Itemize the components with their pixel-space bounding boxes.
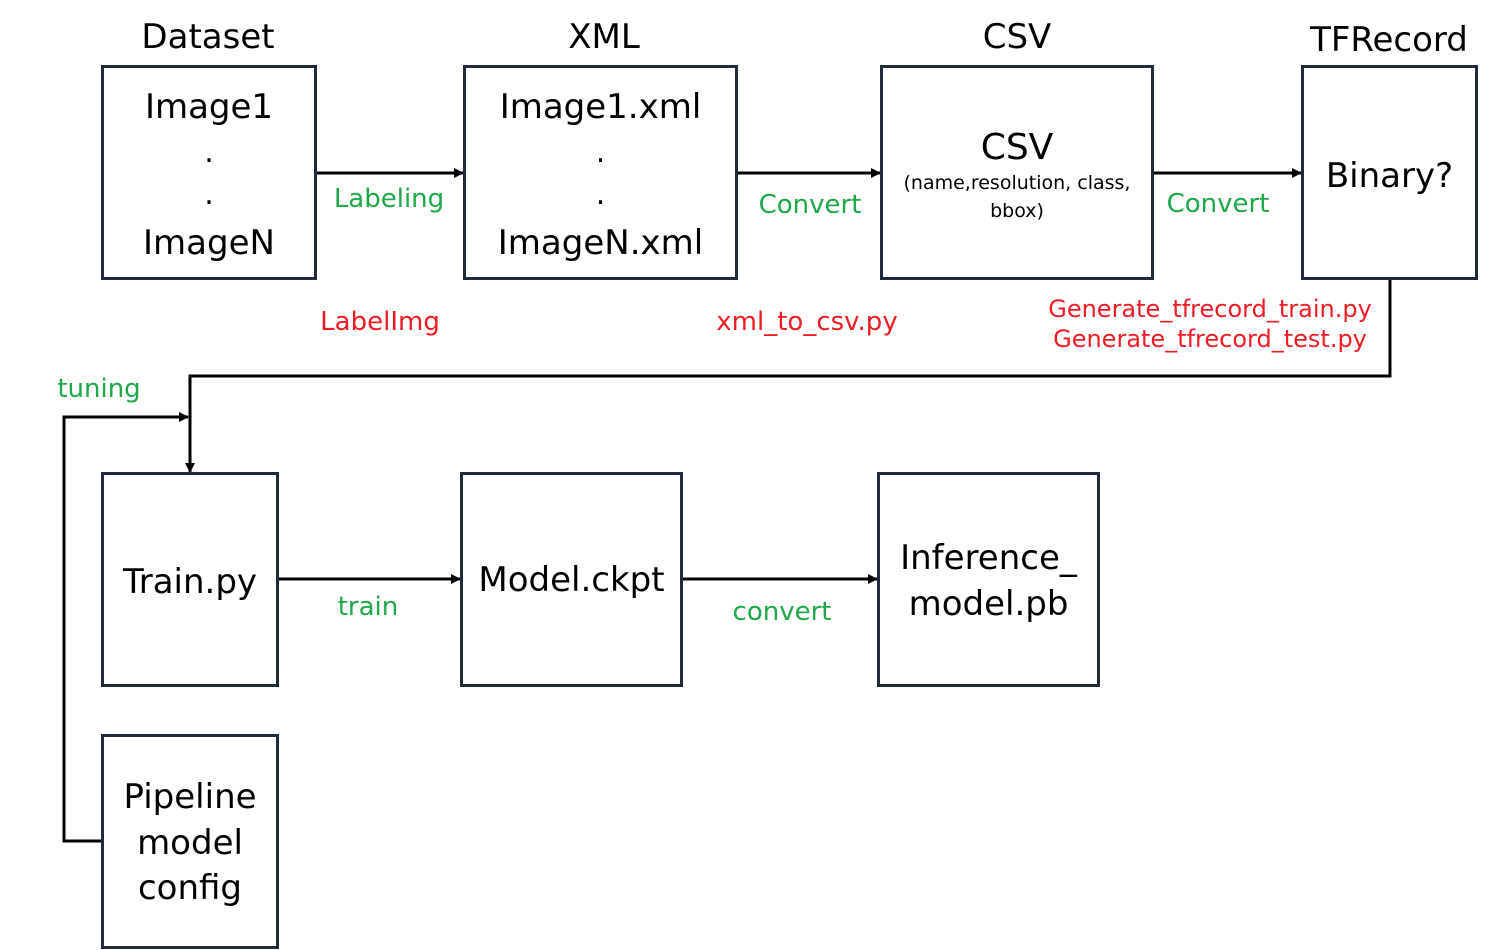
train-box: Train.py [101,472,279,687]
pipeline-line3: config [137,868,243,908]
csv-title: CSV [980,127,1054,168]
train-script-label: Train.py [122,562,258,602]
arrow-tfrecord-to-train [185,280,1392,473]
model-checkpoint-label: Model.ckpt [478,560,665,600]
edge-label-tuning: tuning [57,374,141,404]
edge-label-labeling: Labeling [333,184,445,214]
dataset-first-image: Image1 [144,87,274,127]
csv-fields-line1: (name,resolution, class, [903,172,1131,194]
xml-first-file: Image1.xml [499,87,702,127]
dataset-box: Image1 . . ImageN [101,65,317,280]
inference-line2: model.pb [908,584,1069,624]
edge-label-convert-model: convert [732,597,832,627]
ellipsis-dot: . [595,177,606,212]
tool-label-generate-train: Generate_tfrecord_train.py [1048,295,1372,323]
ellipsis-dot: . [204,135,214,170]
header-dataset: Dataset [141,17,275,57]
csv-box: CSV (name,resolution, class, bbox) [880,65,1154,280]
edge-label-train: train [337,592,399,622]
ellipsis-dot: . [204,177,214,212]
csv-fields-line2: bbox) [990,200,1044,222]
ellipsis-dot: . [595,135,606,170]
tool-label-xml-to-csv: xml_to_csv.py [716,307,898,337]
arrow-pipeline-to-train [62,412,189,843]
tool-label-labelimg: LabelImg [320,307,440,337]
xml-last-file: ImageN.xml [497,223,704,263]
edge-label-convert-csv-tfrecord: Convert [1166,189,1270,219]
pipeline-line2: model [137,823,243,863]
pipeline-line1: Pipeline [123,777,257,817]
dataset-last-image: ImageN [143,223,275,263]
tfrecord-box: Binary? [1301,65,1478,280]
inference-line1: Inference_ [900,538,1077,578]
tool-label-generate-test: Generate_tfrecord_test.py [1053,325,1367,353]
header-xml: XML [568,17,640,57]
xml-box: Image1.xml . . ImageN.xml [463,65,738,280]
tfrecord-binary-label: Binary? [1325,156,1454,196]
inference-box: Inference_ model.pb [877,472,1100,687]
model-box: Model.ckpt [460,472,683,687]
pipeline-config-box: Pipeline model config [101,734,279,949]
edge-label-convert-xml-csv: Convert [758,190,862,220]
header-csv: CSV [982,17,1052,57]
header-tfrecord: TFRecord [1310,20,1468,60]
